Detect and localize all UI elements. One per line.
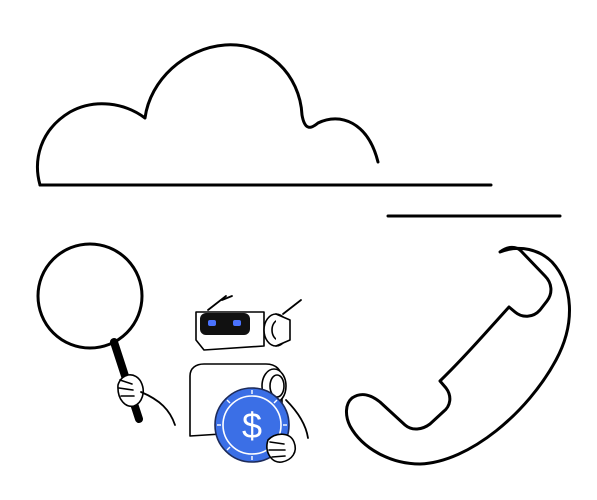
robot-left-hand: [117, 374, 176, 426]
robot-right-hand: [266, 433, 297, 463]
robot-head: [195, 295, 302, 351]
robot-eye-left: [208, 320, 216, 326]
robot-eye-right: [233, 320, 241, 326]
cloud-icon: [36, 43, 380, 187]
phone-handset-icon: [345, 245, 571, 466]
robot-visor: [200, 313, 250, 335]
horizon-lines: [38, 183, 562, 218]
coin-symbol: $: [242, 405, 262, 446]
